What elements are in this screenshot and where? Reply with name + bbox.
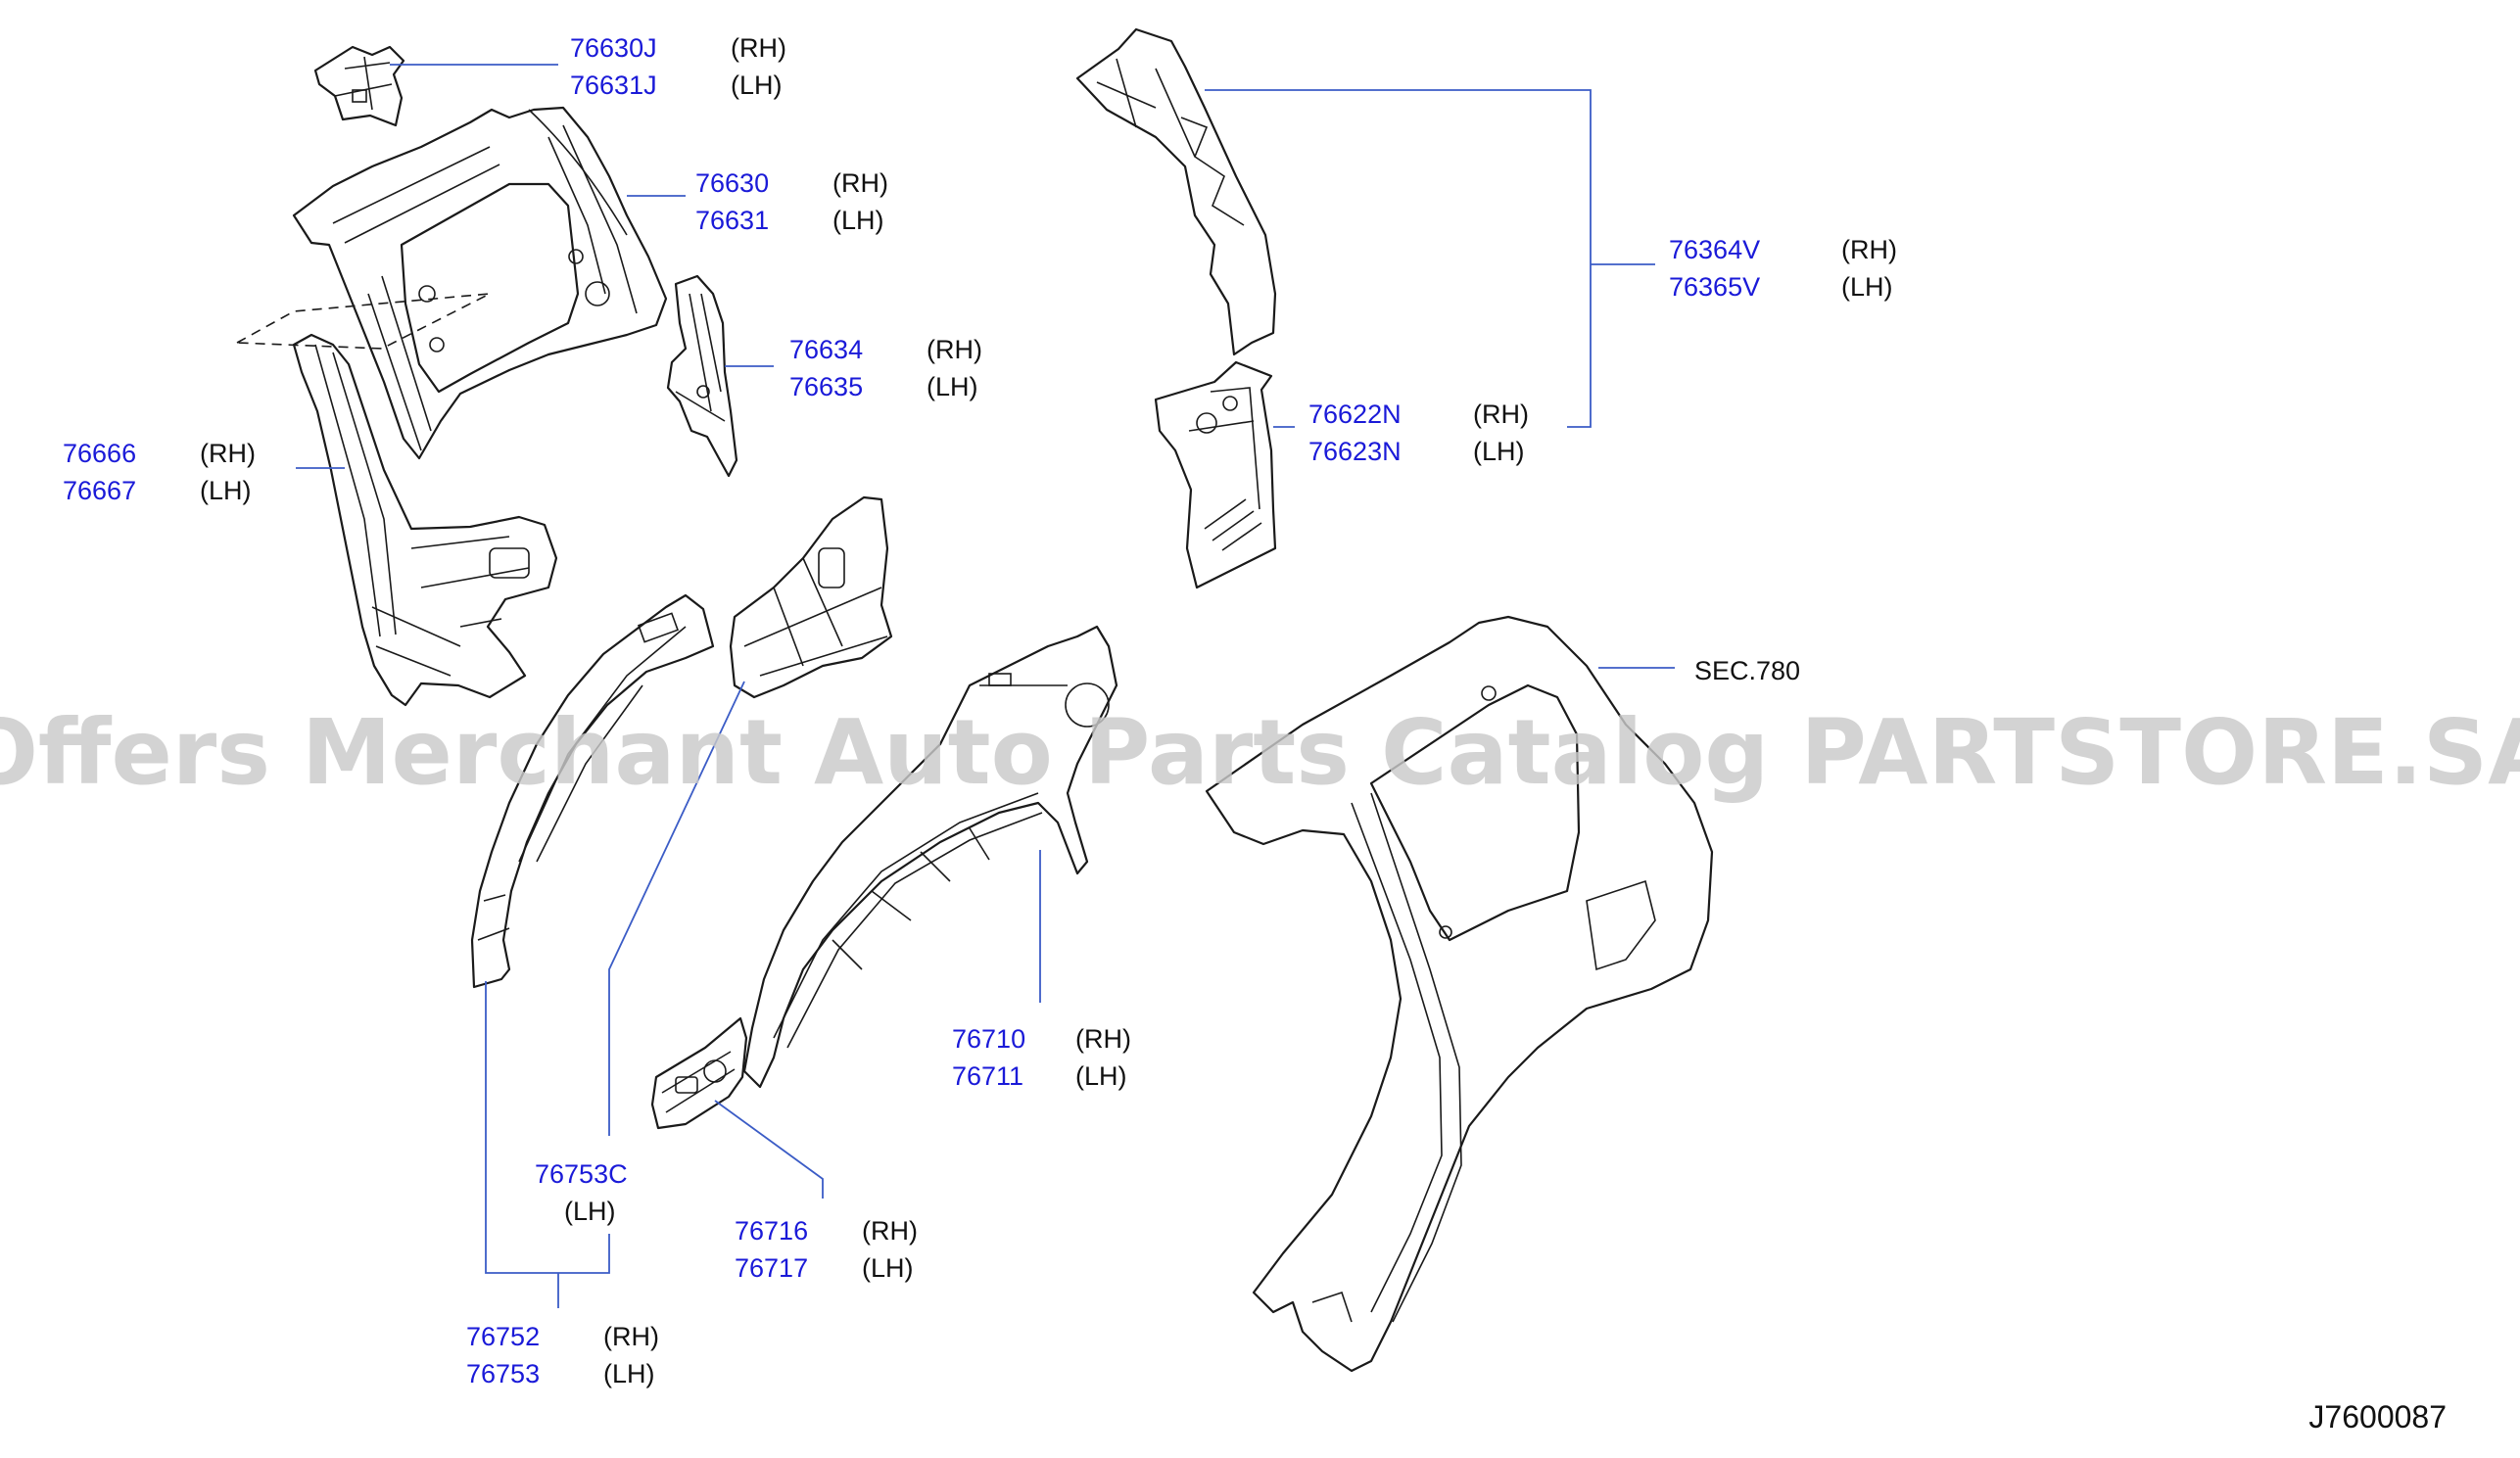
leader-76716 — [714, 1100, 824, 1199]
watermark-text: Offers Merchant Auto Parts Catalog PARTS… — [0, 700, 2520, 805]
callout-76716[interactable]: 76716 (RH) 76717 (LH) — [735, 1216, 918, 1283]
side-label: (LH) — [1075, 1061, 1127, 1091]
part-number[interactable]: 76635 — [789, 372, 863, 401]
part-drawing-76710[interactable] — [742, 625, 1118, 1089]
part-number[interactable]: 76634 — [789, 335, 863, 364]
part-drawing-76622n[interactable] — [1154, 360, 1277, 589]
side-label: (LH) — [927, 372, 978, 401]
callout-76634[interactable]: 76634 (RH) 76635 (LH) — [789, 335, 982, 401]
callout-76622n[interactable]: 76622N (RH) 76623N (LH) — [1308, 400, 1529, 466]
callout-76752[interactable]: 76752 (RH) 76753 (LH) — [466, 1322, 659, 1388]
section-reference[interactable]: SEC.780 — [1694, 656, 1800, 685]
side-label: (LH) — [832, 206, 884, 235]
side-label: (RH) — [1075, 1024, 1131, 1054]
side-label: (RH) — [862, 1216, 918, 1246]
side-label: (LH) — [862, 1253, 914, 1283]
callout-76630[interactable]: 76630 (RH) 76631 (LH) — [695, 168, 888, 235]
side-label: (RH) — [731, 33, 786, 63]
part-number[interactable]: 76364V — [1669, 235, 1760, 264]
part-number[interactable]: 76711 — [952, 1061, 1023, 1091]
part-drawing-76666[interactable] — [292, 333, 558, 707]
part-number[interactable]: 76666 — [63, 439, 136, 468]
side-label: (RH) — [1473, 400, 1529, 429]
part-number[interactable]: 76716 — [735, 1216, 808, 1246]
part-drawing-76634[interactable] — [666, 274, 738, 478]
side-label: (RH) — [603, 1322, 659, 1351]
part-drawing-76752[interactable] — [470, 593, 715, 989]
side-label: (LH) — [200, 476, 252, 505]
side-label: (RH) — [832, 168, 888, 198]
part-number[interactable]: 76365V — [1669, 272, 1760, 302]
part-number[interactable]: 76753C — [535, 1159, 628, 1189]
leader-76753c — [608, 681, 745, 1136]
part-number[interactable]: 76753 — [466, 1359, 540, 1388]
part-number[interactable]: 76622N — [1308, 400, 1402, 429]
side-label: (LH) — [1473, 437, 1525, 466]
leader-76752 — [485, 981, 610, 1308]
part-number[interactable]: 76667 — [63, 476, 136, 505]
callout-76666[interactable]: 76666 (RH) 76667 (LH) — [63, 439, 256, 505]
part-number[interactable]: 76631J — [570, 71, 657, 100]
part-drawing-body-side-outer[interactable] — [1205, 615, 1714, 1373]
leader-lines — [296, 64, 1675, 1308]
part-drawing-76753c[interactable] — [729, 495, 893, 699]
part-number[interactable]: 76631 — [695, 206, 769, 235]
side-label: (LH) — [564, 1197, 616, 1226]
callout-76364v[interactable]: 76364V (RH) 76365V (LH) — [1669, 235, 1897, 302]
drawing-code: J7600087 — [2308, 1399, 2447, 1434]
leader-76364v — [1205, 89, 1655, 428]
side-label: (RH) — [927, 335, 982, 364]
side-label: (LH) — [731, 71, 783, 100]
side-label: (RH) — [200, 439, 256, 468]
part-number[interactable]: 76630J — [570, 33, 657, 63]
callout-76710[interactable]: 76710 (RH) 76711 (LH) — [952, 1024, 1131, 1091]
callout-76753c[interactable]: 76753C (LH) — [535, 1159, 628, 1226]
part-drawing-76716[interactable] — [650, 1016, 748, 1130]
part-number[interactable]: 76630 — [695, 168, 769, 198]
part-drawing-76630[interactable] — [292, 106, 668, 460]
part-number[interactable]: 76752 — [466, 1322, 540, 1351]
part-drawing-76630j[interactable] — [313, 45, 405, 127]
side-label: (RH) — [1841, 235, 1897, 264]
part-number[interactable]: 76710 — [952, 1024, 1025, 1054]
side-label: (LH) — [603, 1359, 655, 1388]
callout-76630j[interactable]: 76630J (RH) 76631J (LH) — [570, 33, 786, 100]
side-label: (LH) — [1841, 272, 1893, 302]
part-drawing-76364v[interactable] — [1075, 27, 1277, 356]
part-number[interactable]: 76717 — [735, 1253, 808, 1283]
part-number[interactable]: 76623N — [1308, 437, 1402, 466]
